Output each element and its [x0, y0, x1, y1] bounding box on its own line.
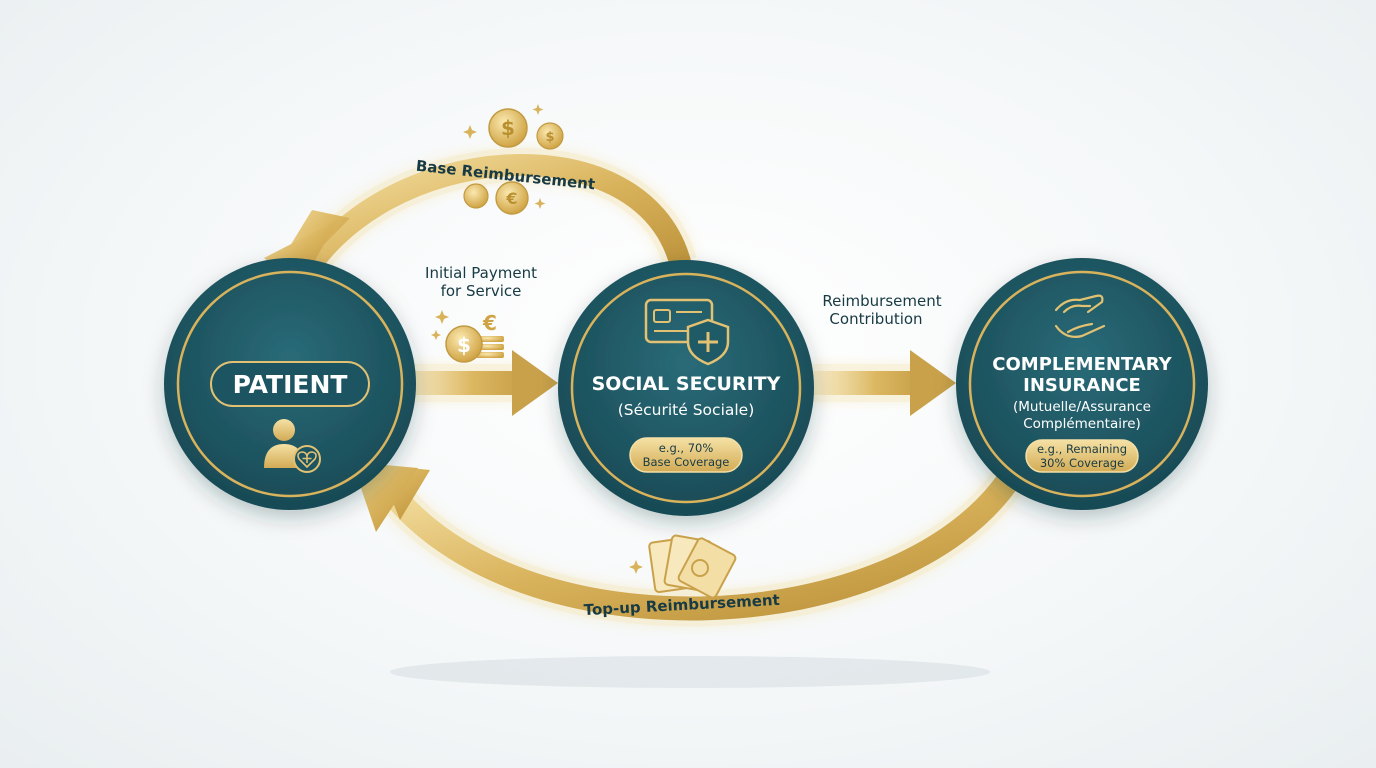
initial-payment-label-line1: Initial Payment — [425, 264, 537, 282]
coins-icon: $ $ € — [463, 104, 564, 215]
complementary-badge-line1: e.g., Remaining — [1037, 442, 1127, 456]
base-reimbursement-arrow — [264, 147, 697, 300]
reimbursement-contribution-arrow — [806, 350, 956, 416]
handshake-icon — [1054, 294, 1106, 338]
initial-payment-label-line2: for Service — [441, 282, 522, 300]
svg-text:$: $ — [545, 130, 554, 145]
social-security-node — [558, 260, 814, 516]
complementary-insurance-node — [956, 258, 1208, 510]
payment-coin-icon: $ € — [431, 310, 504, 363]
svg-text:€: € — [505, 189, 517, 208]
svg-text:$: $ — [457, 333, 471, 357]
complementary-subtitle-line2: Complémentaire) — [1023, 416, 1141, 432]
complementary-title-line1: COMPLEMENTARY — [992, 354, 1172, 375]
reimbursement-contribution-label-line2: Contribution — [829, 310, 922, 328]
patient-icon — [264, 419, 321, 473]
patient-label: PATIENT — [233, 370, 348, 399]
complementary-subtitle-line1: (Mutuelle/Assurance — [1013, 399, 1151, 415]
social-security-badge-line1: e.g., 70% — [659, 441, 714, 455]
svg-text:€: € — [482, 311, 497, 335]
id-card-shield-icon — [644, 298, 730, 366]
banknotes-icon — [629, 534, 737, 599]
initial-payment-arrow — [392, 350, 558, 416]
reimbursement-contribution-label-line1: Reimbursement — [822, 292, 941, 310]
social-security-badge-line2: Base Coverage — [643, 455, 730, 469]
social-security-badge: e.g., 70% Base Coverage — [629, 437, 743, 473]
social-security-subtitle: (Sécurité Sociale) — [618, 401, 755, 419]
svg-text:$: $ — [501, 116, 515, 140]
complementary-badge: e.g., Remaining 30% Coverage — [1025, 439, 1139, 473]
patient-label-pill: PATIENT — [210, 361, 370, 407]
social-security-title: SOCIAL SECURITY — [592, 373, 781, 395]
complementary-title-line2: INSURANCE — [1023, 375, 1141, 396]
complementary-badge-line2: 30% Coverage — [1040, 456, 1124, 470]
